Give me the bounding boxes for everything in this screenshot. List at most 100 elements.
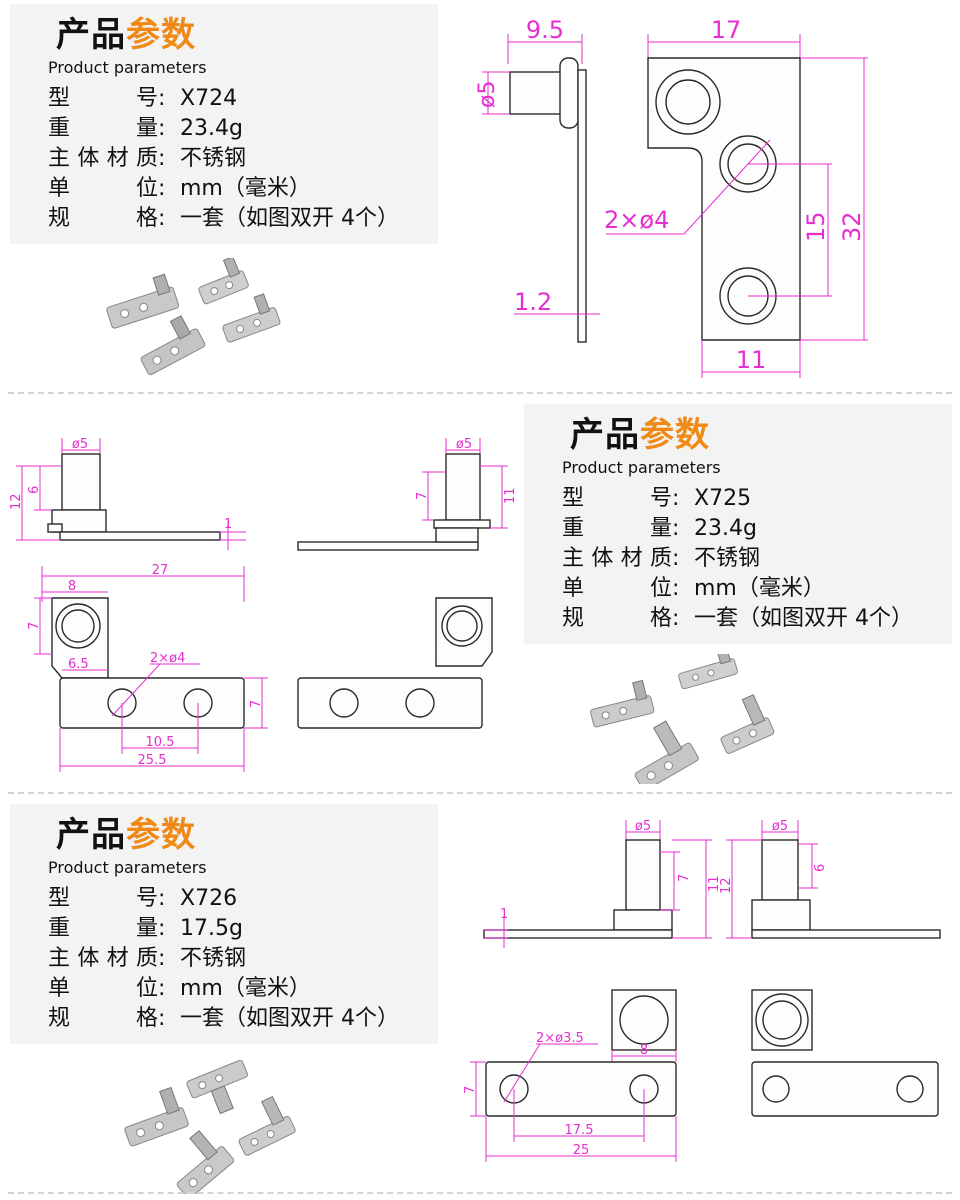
elevation-b-drawing: ø5 6 12 [719, 819, 941, 939]
dim-holes: 2×ø4 [150, 651, 185, 666]
model-value: X725 [694, 486, 752, 511]
pin-shape [509, 71, 565, 115]
hinge-piece [678, 654, 738, 690]
parameter-list: 型号:X724 重量:23.4g 主体材质:不锈钢 单位:mm（毫米） 规格:一… [48, 84, 399, 234]
product-photo [106, 258, 281, 376]
row-weight: 重量:23.4g [48, 114, 399, 144]
row-unit: 单位:mm（毫米） [48, 974, 399, 1004]
hinge-piece [186, 1059, 248, 1115]
hinge-piece [106, 273, 180, 329]
dim-plate-width: 25.5 [138, 753, 167, 768]
row-weight: 重量:23.4g [562, 514, 913, 544]
row-spec: 规格:一套（如图双开 4个） [48, 1004, 399, 1034]
dim-total-height-a: 11 [707, 875, 722, 892]
dim-height: 32 [838, 211, 866, 242]
plan-a-drawing: 8 2×ø3.5 7 17.5 25 [463, 989, 677, 1162]
dim-lower-width: 11 [736, 346, 767, 374]
dim-top-width: 8 [640, 1043, 648, 1058]
parameter-list: 型号:X726 重量:17.5g 主体材质:不锈钢 单位:mm（毫米） 规格:一… [48, 884, 399, 1034]
dim-hole-spacing: 17.5 [565, 1123, 594, 1138]
dim-pin-diameter-left: ø5 [72, 437, 88, 452]
row-material: 主体材质:不锈钢 [48, 944, 399, 974]
dim-pin-diameter-a: ø5 [635, 819, 651, 834]
hinge-piece [124, 1086, 189, 1147]
dim-holes: 2×ø3.5 [536, 1031, 584, 1046]
dim-plate-height: 7 [249, 700, 264, 708]
panel-title: 产品参数 [56, 815, 196, 855]
weight-value: 17.5g [180, 916, 243, 941]
dim-pin-height-right: 7 [415, 492, 430, 500]
dim-top-height: 7 [27, 622, 42, 630]
row-spec: 规格:一套（如图双开 4个） [48, 204, 399, 234]
dim-thickness: 1 [500, 907, 508, 922]
unit-value: mm（毫米） [180, 976, 311, 1001]
unit-value: mm（毫米） [694, 576, 825, 601]
front-view-drawing: 17 15 32 11 2×ø4 [604, 16, 868, 378]
panel-subtitle: Product parameters [562, 458, 721, 477]
product-section-x724: 产品参数 Product parameters 型号:X724 重量:23.4g… [0, 0, 960, 400]
material-value: 不锈钢 [180, 146, 247, 171]
model-value: X724 [180, 86, 238, 111]
model-value: X726 [180, 886, 238, 911]
hinge-piece [140, 315, 206, 376]
dim-total-width: 27 [152, 563, 169, 578]
plan-b-drawing [751, 989, 939, 1117]
dim-pin-height-left: 6 [27, 486, 42, 494]
row-model: 型号:X726 [48, 884, 399, 914]
dim-pin-height-b: 6 [813, 864, 828, 872]
dim-pin-height-a: 7 [677, 874, 692, 882]
panel-subtitle: Product parameters [48, 58, 207, 77]
dim-thickness: 1 [224, 517, 232, 532]
parameter-list: 型号:X725 重量:23.4g 主体材质:不锈钢 单位:mm（毫米） 规格:一… [562, 484, 913, 634]
right-plan-drawing [297, 597, 493, 729]
dim-width: 17 [711, 16, 742, 44]
product-photo [590, 654, 775, 784]
product-section-x726: 产品参数 Product parameters 型号:X726 重量:17.5g… [0, 800, 960, 1200]
unit-value: mm（毫米） [180, 176, 311, 201]
dim-plate-width: 25 [573, 1143, 590, 1158]
dim-total-height-b: 12 [719, 877, 734, 894]
row-material: 主体材质:不锈钢 [562, 544, 913, 574]
panel-title: 产品参数 [56, 15, 196, 55]
dim-pin-diameter: ø5 [475, 81, 500, 108]
dim-total-height-right: 11 [503, 487, 518, 504]
row-model: 型号:X724 [48, 84, 399, 114]
material-value: 不锈钢 [180, 946, 247, 971]
spec-value: 一套（如图双开 4个） [180, 1006, 399, 1031]
hinge-piece [238, 1095, 296, 1156]
dim-pin-length: 9.5 [526, 16, 564, 44]
dim-pin-diameter-right: ø5 [456, 437, 472, 452]
spec-value: 一套（如图双开 4个） [180, 206, 399, 231]
dim-hole-spacing: 10.5 [146, 735, 175, 750]
section-divider [8, 1192, 952, 1194]
hinge-piece [176, 1129, 235, 1194]
row-spec: 规格:一套（如图双开 4个） [562, 604, 913, 634]
hinge-piece [222, 293, 281, 343]
spec-value: 一套（如图双开 4个） [694, 606, 913, 631]
parameter-panel: 产品参数 Product parameters 型号:X724 重量:23.4g… [10, 4, 438, 244]
panel-subtitle: Product parameters [48, 858, 207, 877]
row-unit: 单位:mm（毫米） [48, 174, 399, 204]
dim-holes: 2×ø4 [604, 206, 669, 234]
dim-total-height-left: 12 [9, 493, 24, 510]
dim-plate-height: 7 [463, 1086, 478, 1094]
material-value: 不锈钢 [694, 546, 761, 571]
dim-pin-diameter-b: ø5 [772, 819, 788, 834]
right-elevation-drawing: ø5 7 11 [297, 437, 518, 551]
hinge-piece [720, 694, 775, 754]
dim-offset: 6.5 [68, 657, 89, 672]
row-model: 型号:X725 [562, 484, 913, 514]
side-view-drawing: 9.5 ø5 1.2 [475, 16, 600, 343]
product-photo [124, 1059, 296, 1194]
panel-title: 产品参数 [570, 415, 710, 455]
parameter-panel: 产品参数 Product parameters 型号:X725 重量:23.4g… [524, 404, 952, 644]
row-unit: 单位:mm（毫米） [562, 574, 913, 604]
weight-value: 23.4g [180, 116, 243, 141]
hinge-piece [634, 720, 699, 784]
section-divider [8, 392, 952, 394]
parameter-panel: 产品参数 Product parameters 型号:X726 重量:17.5g… [10, 804, 438, 1044]
dim-top-width: 8 [68, 579, 76, 594]
row-material: 主体材质:不锈钢 [48, 144, 399, 174]
product-section-x725: 产品参数 Product parameters 型号:X725 重量:23.4g… [0, 400, 960, 800]
section-divider [8, 792, 952, 794]
